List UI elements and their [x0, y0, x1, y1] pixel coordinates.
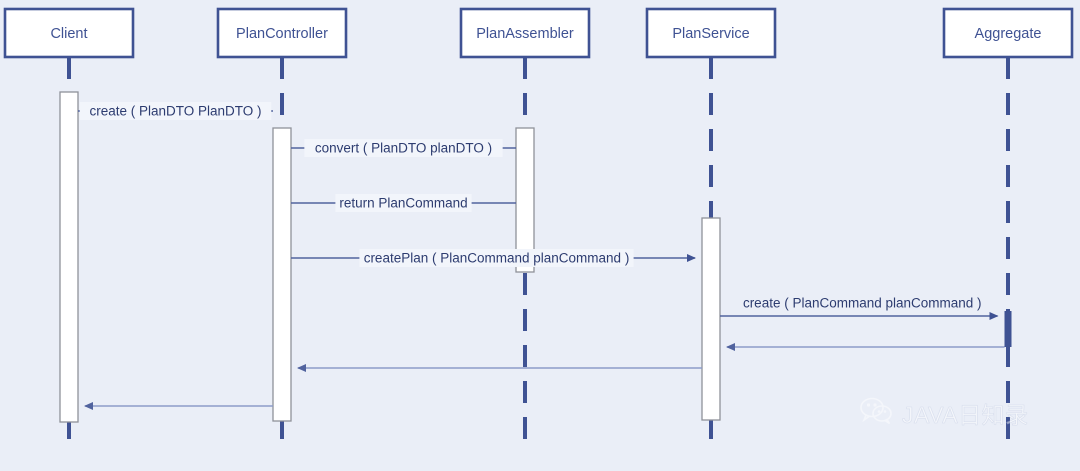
message-m1: create ( PlanDTO PlanDTO )	[78, 102, 273, 120]
message-m5: create ( PlanCommand planCommand )	[720, 296, 999, 320]
participants-layer: Client PlanController PlanAssembler PlanSer…	[3, 7, 1074, 59]
message-label: createPlan ( PlanCommand planCommand )	[364, 251, 630, 266]
participant-label: Aggregate	[975, 26, 1042, 42]
message-m4: createPlan ( PlanCommand planCommand )	[291, 249, 696, 267]
participant-label: PlanController	[236, 26, 328, 42]
act-client	[59, 91, 79, 423]
participant-label: PlanAssembler	[476, 26, 574, 42]
message-label: create ( PlanDTO PlanDTO )	[89, 104, 261, 119]
activations-layer	[59, 91, 1012, 423]
act-planassembler	[515, 127, 535, 273]
participant-client[interactable]: Client	[3, 7, 135, 59]
participant-label: Client	[50, 26, 87, 42]
participant-planservice[interactable]: PlanService	[645, 7, 777, 59]
act-plancontroller	[272, 127, 292, 422]
participant-plancontroller[interactable]: PlanController	[216, 7, 348, 59]
messages-layer: create ( PlanDTO PlanDTO ) convert ( Plan…	[78, 102, 1005, 410]
message-label: return PlanCommand	[339, 196, 467, 211]
message-label: convert ( PlanDTO planDTO )	[315, 141, 492, 156]
act-planservice	[701, 217, 721, 421]
participant-label: PlanService	[672, 26, 749, 42]
message-m2: convert ( PlanDTO planDTO )	[291, 139, 516, 157]
participant-planassembler[interactable]: PlanAssembler	[459, 7, 591, 59]
message-label: create ( PlanCommand planCommand )	[743, 296, 982, 311]
participant-aggregate[interactable]: Aggregate	[942, 7, 1074, 59]
message-m3: return PlanCommand	[291, 194, 516, 212]
